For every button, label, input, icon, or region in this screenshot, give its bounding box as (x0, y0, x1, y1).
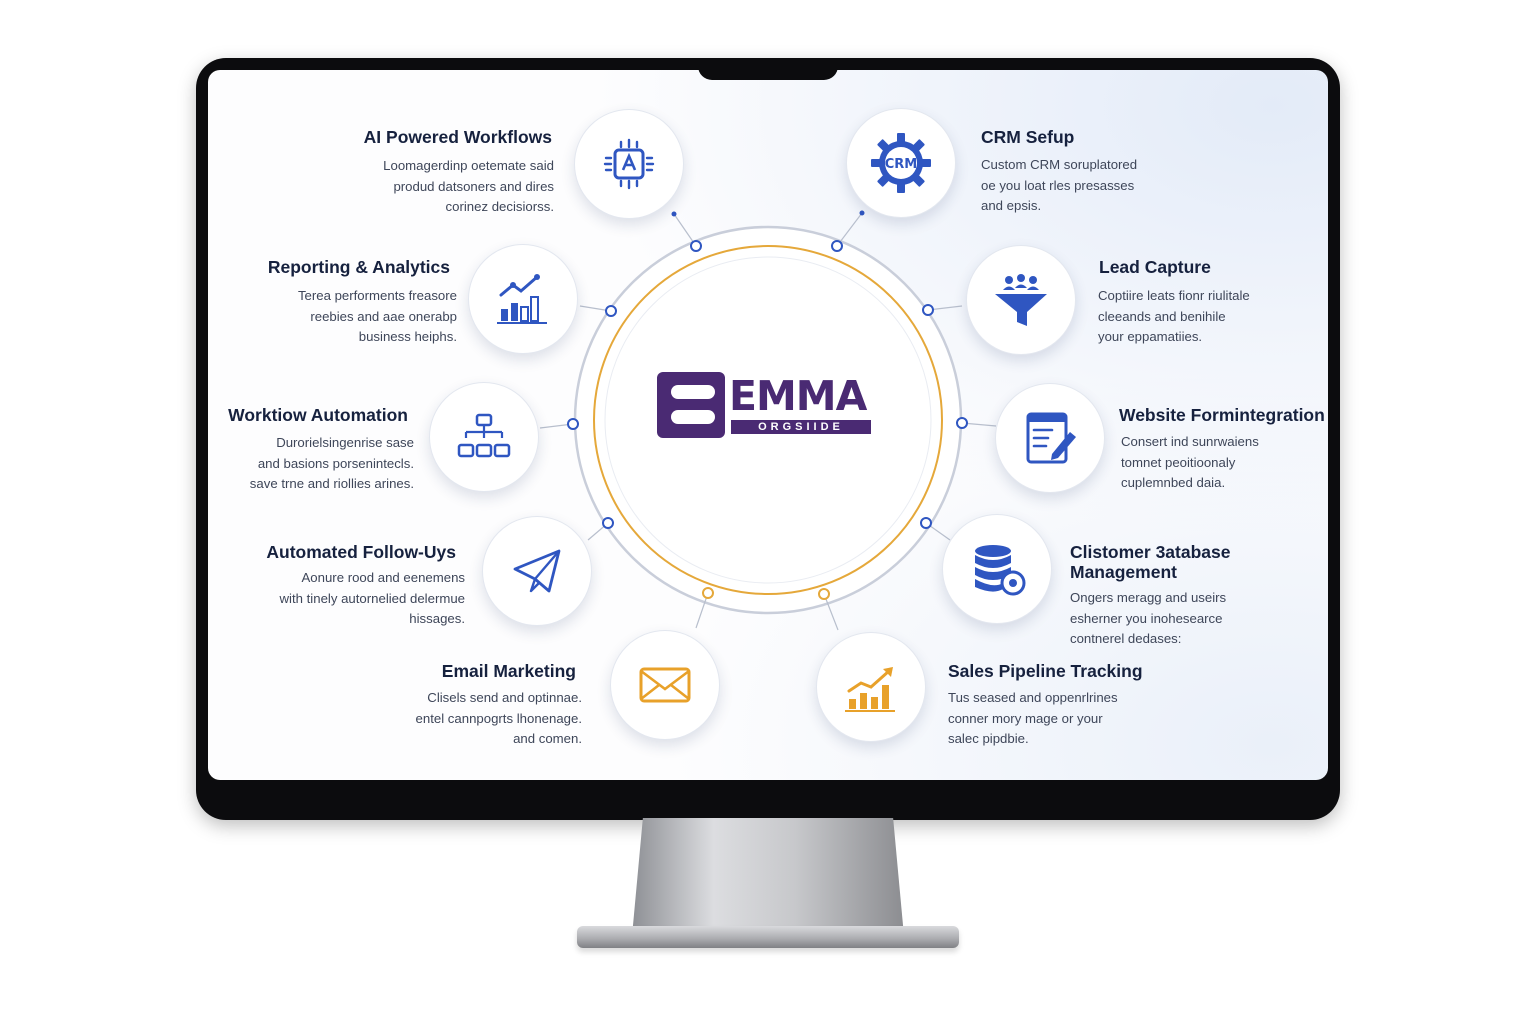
crm-setup-title: CRM Sefup (981, 127, 1075, 147)
follow-ups-title: Automated Follow-Uys (266, 542, 456, 562)
lead-capture-title: Lead Capture (1099, 257, 1211, 277)
reporting-title: Reporting & Analytics (267, 257, 450, 277)
flowchart-icon (457, 413, 511, 458)
website-form-title: Website Formintegration (1119, 405, 1325, 425)
monitor-stand-neck (632, 818, 904, 936)
customer-database-card[interactable] (942, 514, 1052, 624)
crm-icon-label: CRM (885, 157, 918, 172)
sales-pipeline-card[interactable] (816, 632, 926, 742)
bar-chart-icon (497, 274, 547, 324)
logo-mark-icon (657, 372, 725, 438)
email-marketing-description: Clisels send and optinnae.entel cannpogr… (415, 690, 582, 746)
website-form-card[interactable] (995, 383, 1105, 493)
logo-name: EMMA (729, 372, 867, 420)
monitor-notch (698, 58, 838, 80)
emma-logo: EMMA ORGSIIDE (657, 372, 873, 442)
paper-plane-icon (513, 549, 561, 593)
ai-workflows-card[interactable] (574, 109, 684, 219)
email-marketing-title: Email Marketing (441, 661, 576, 681)
lead-capture-card[interactable] (966, 245, 1076, 355)
reporting-card[interactable] (468, 244, 578, 354)
database-icon (975, 545, 1026, 596)
growth-chart-icon (845, 667, 895, 712)
crm-gear-icon: CRM (871, 133, 931, 193)
monitor-stand-base (577, 926, 959, 948)
ai-chip-icon (603, 138, 655, 190)
follow-ups-card[interactable] (482, 516, 592, 626)
envelope-icon (639, 667, 691, 703)
funnel-icon (995, 274, 1047, 326)
form-edit-icon (1026, 412, 1076, 464)
workflow-automation-card[interactable] (429, 382, 539, 492)
workflow-automation-title: Worktiow Automation (228, 405, 408, 425)
crm-setup-card[interactable]: CRM (846, 108, 956, 218)
email-marketing-card[interactable] (610, 630, 720, 740)
logo-tagline: ORGSIIDE (731, 420, 871, 434)
ai-workflows-title: AI Powered Workflows (363, 127, 552, 147)
sales-pipeline-title: Sales Pipeline Tracking (948, 661, 1143, 681)
